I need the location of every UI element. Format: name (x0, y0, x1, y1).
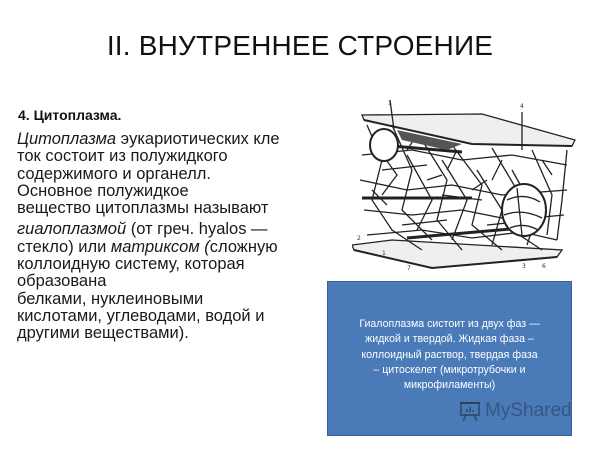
paragraph-line: коллоидную систему, которая (17, 255, 245, 274)
cytoskeleton-illustration-icon: 1 4 2 1 7 3 6 (351, 99, 576, 272)
term-matrix: матриксом ( (110, 237, 210, 256)
paragraph-line: белками, нуклеиновыми (17, 289, 204, 308)
info-line: – цитоскелет (микротрубочки и (373, 363, 526, 376)
svg-text:1: 1 (388, 100, 392, 107)
text-fragment: (от греч. hyalos — (126, 220, 268, 239)
paragraph-line: стекло) или матриксом (сложную (17, 237, 337, 256)
svg-text:7: 7 (407, 265, 411, 272)
svg-text:4: 4 (520, 103, 524, 110)
paragraph-line: ток состоит из полужидкого (17, 147, 228, 166)
svg-text:1: 1 (382, 250, 386, 257)
slide-title: II. ВНУТРЕННЕЕ СТРОЕНИЕ (106, 30, 494, 61)
body-paragraph: Цитоплазма эукариотических кле ток состо… (17, 127, 337, 343)
paragraph-line: содержимого и органелл. (17, 164, 211, 183)
myshared-watermark: MyShared (459, 400, 572, 422)
paragraph-line: кислотами, углеводами, водой и (17, 306, 265, 325)
svg-text:3: 3 (522, 263, 526, 270)
info-line: Гиалоплазма систоит из двух фаз — (359, 318, 540, 330)
text-fragment: сложную (209, 237, 278, 256)
term-cytoplasm: Цитоплазма (17, 130, 117, 148)
term-hyaloplasm: гиалоплазмой (17, 220, 127, 239)
info-line: жидкой и твердой. Жидкая фаза – (365, 333, 534, 346)
paragraph-line: Цитоплазма эукариотических кле (17, 130, 337, 148)
info-line: коллоидный раствор, твердая фаза (361, 348, 538, 361)
text-fragment: стекло) или (17, 237, 111, 256)
svg-text:2: 2 (357, 235, 361, 242)
svg-text:6: 6 (542, 263, 546, 270)
paragraph-line: Основное полужидкое (17, 181, 189, 200)
text-fragment: эукариотических кле (116, 130, 280, 148)
paragraph-line: другими веществами). (17, 324, 189, 343)
paragraph-line: гиалоплазмой (от греч. hyalos — (17, 221, 337, 238)
watermark-text: MyShared (485, 400, 572, 421)
paragraph-line: образована (17, 272, 107, 291)
cytoplasm-diagram: 1 4 2 1 7 3 6 (351, 99, 577, 272)
info-box-hyaloplasm: Гиалоплазма систоит из двух фаз — жидкой… (327, 281, 572, 436)
presentation-board-icon (460, 402, 480, 422)
section-heading: 4. Цитоплазма. (18, 107, 122, 123)
paragraph-line: вещество цитоплазмы называют (17, 199, 269, 218)
info-line: микрофиламенты) (403, 379, 496, 392)
